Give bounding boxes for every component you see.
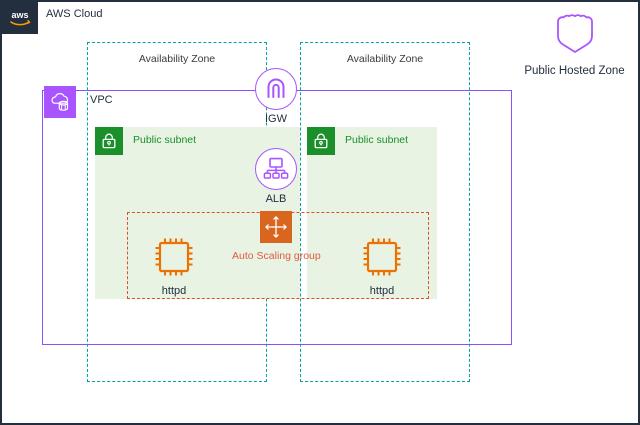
padlock-icon bbox=[307, 127, 335, 155]
internet-gateway-icon bbox=[255, 68, 297, 110]
public-subnet-right-label: Public subnet bbox=[345, 134, 409, 146]
application-load-balancer-icon bbox=[255, 148, 297, 190]
ec2-instance-right-label: httpd bbox=[369, 285, 395, 297]
route53-hosted-zone-icon bbox=[556, 14, 593, 53]
ec2-instance-right[interactable]: httpd bbox=[351, 235, 413, 297]
ec2-instance-left[interactable]: httpd bbox=[143, 235, 205, 297]
availability-zone-left-label: Availability Zone bbox=[138, 53, 216, 65]
aws-logo-icon: aws bbox=[2, 2, 38, 34]
ec2-instance-icon bbox=[155, 238, 193, 276]
availability-zone-right-label: Availability Zone bbox=[346, 53, 424, 65]
padlock-icon bbox=[95, 127, 123, 155]
public-subnet-left-label: Public subnet bbox=[133, 134, 197, 146]
load-balancer-node[interactable]: ALB bbox=[254, 148, 298, 205]
svg-text:aws: aws bbox=[11, 10, 28, 20]
ec2-instance-icon bbox=[363, 238, 401, 276]
ec2-instance-left-label: httpd bbox=[161, 285, 187, 297]
aws-cloud-label: AWS Cloud bbox=[46, 8, 103, 20]
public-hosted-zone-label: Public Hosted Zone bbox=[524, 65, 625, 77]
auto-scaling-group-label: Auto Scaling group bbox=[232, 250, 321, 262]
internet-gateway-node[interactable]: IGW bbox=[254, 68, 298, 125]
public-hosted-zone-node[interactable]: Public Hosted Zone bbox=[507, 10, 638, 77]
load-balancer-label: ALB bbox=[265, 193, 287, 205]
vpc-icon bbox=[44, 86, 76, 118]
auto-scaling-icon[interactable] bbox=[260, 211, 292, 243]
internet-gateway-label: IGW bbox=[265, 113, 287, 125]
vpc-label: VPC bbox=[90, 94, 113, 106]
